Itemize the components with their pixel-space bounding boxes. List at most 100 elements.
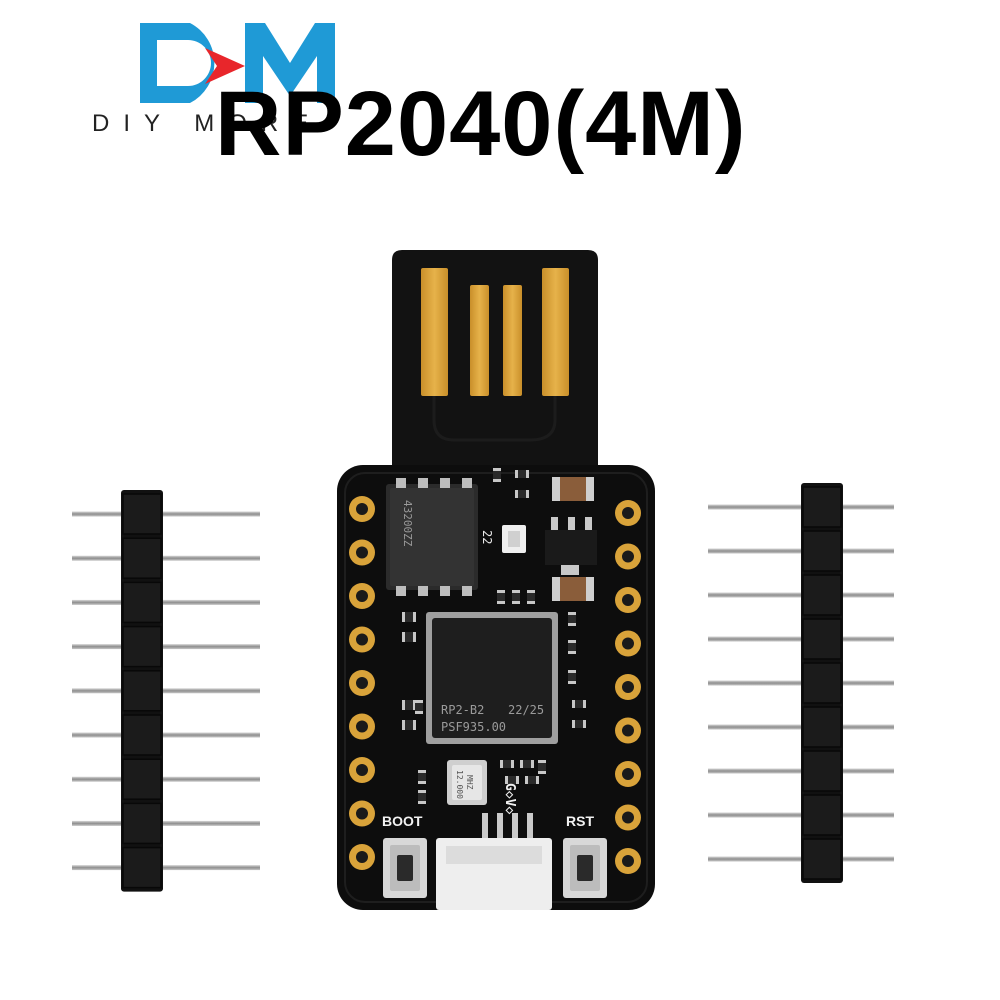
right-pads	[615, 500, 641, 874]
passive-cap-b-17	[511, 760, 514, 768]
passive-22	[418, 770, 426, 784]
left-header-segment-7	[122, 758, 162, 800]
left-header-pin-2	[72, 555, 260, 561]
right-header-segment-4	[802, 618, 842, 660]
left-header-segment-3	[122, 581, 162, 624]
passive-components	[402, 468, 586, 804]
passive-cap-b-11	[415, 711, 423, 714]
crystal-label-line1: 12.000	[455, 770, 464, 799]
mcu-label-line2: PSF935.00	[441, 720, 506, 734]
logo-arrow-shape	[205, 48, 245, 84]
mcu-label-line1b: 22/25	[508, 703, 544, 717]
passive-cap-a-19	[538, 760, 546, 763]
usb-contact-3	[503, 285, 522, 396]
passive-cap-b-3	[493, 479, 501, 482]
pcb-board	[337, 250, 655, 910]
passive-15	[572, 700, 586, 708]
passive-4	[497, 590, 505, 604]
jst-connector	[436, 813, 552, 910]
passive-cap-b-15	[583, 700, 586, 708]
passive-9	[402, 700, 416, 710]
chip-small-label: 22	[480, 530, 494, 544]
passive-cap-b-12	[568, 623, 576, 626]
left-pad-hole-4	[356, 633, 368, 646]
right-header-segment-7	[802, 750, 842, 792]
rst-label: RST	[566, 813, 594, 829]
left-header-pin-5	[72, 688, 260, 694]
right-header-segment-8	[802, 794, 842, 836]
rst-button	[563, 838, 607, 898]
passive-cap-b-14	[568, 681, 576, 684]
left-header-segment-8	[122, 802, 162, 845]
left-pad-hole-7	[356, 764, 368, 776]
passive-cap-a-21	[525, 776, 528, 784]
left-pad-hole-6	[356, 720, 368, 733]
passive-6	[527, 590, 535, 604]
left-pads	[349, 496, 375, 870]
left-header-pin-9	[72, 865, 260, 871]
right-pad-hole-9	[622, 855, 634, 867]
passive-cap-a-23	[418, 790, 426, 793]
passive-cap-a-4	[497, 590, 505, 593]
passive-cap-b-4	[497, 601, 505, 604]
right-pad-hole-8	[622, 811, 634, 824]
passive-cap-b-10	[413, 720, 416, 730]
passive-13	[568, 640, 576, 654]
passive-17	[500, 760, 514, 768]
passive-cap-a-17	[500, 760, 503, 768]
right-pin-header	[708, 483, 894, 883]
passive-19	[538, 760, 546, 774]
left-pad-hole-3	[356, 590, 368, 602]
passive-cap-a-6	[527, 590, 535, 593]
left-header-segment-1	[122, 493, 162, 535]
left-header-segment-6	[122, 714, 162, 756]
passive-16	[572, 720, 586, 728]
logo-m-shape	[245, 23, 335, 103]
right-pad-hole-3	[622, 594, 634, 606]
voltage-regulator	[545, 477, 597, 601]
passive-cap-b-9	[413, 700, 416, 710]
passive-cap-a-11	[415, 700, 423, 703]
passive-cap-b-18	[531, 760, 534, 768]
left-pad-hole-8	[356, 807, 368, 820]
crystal-label-line2: MHZ	[465, 775, 474, 790]
product-title: RP2040(4M)	[215, 73, 747, 175]
logo-d-shape	[140, 23, 215, 103]
right-header-segment-6	[802, 706, 842, 748]
passive-cap-a-20	[505, 776, 508, 784]
flash-chip-label: 43200ZZ	[401, 500, 414, 547]
right-header-segment-2	[802, 530, 842, 572]
right-pad-hole-6	[622, 724, 634, 737]
passive-cap-b-2	[526, 490, 529, 498]
passive-cap-b-8	[413, 632, 416, 642]
passive-18	[520, 760, 534, 768]
passive-cap-b-5	[512, 601, 520, 604]
passive-cap-a-13	[568, 640, 576, 643]
passive-cap-b-20	[516, 776, 519, 784]
passive-cap-a-9	[402, 700, 405, 710]
usb-contact-4	[542, 268, 569, 396]
passive-cap-b-23	[418, 801, 426, 804]
passive-cap-a-16	[572, 720, 575, 728]
passive-cap-a-10	[402, 720, 405, 730]
passive-cap-a-15	[572, 700, 575, 708]
right-pad-hole-7	[622, 768, 634, 780]
usb-contact-2	[470, 285, 489, 396]
right-pad-hole-5	[622, 681, 634, 693]
left-header-pin-7	[72, 776, 260, 782]
right-header-segment-5	[802, 662, 842, 704]
diymore-logo	[140, 23, 335, 103]
boot-button	[383, 838, 427, 898]
mcu-label-line1: RP2-B2	[441, 703, 484, 717]
right-pad-hole-4	[622, 637, 634, 650]
passive-cap-b-21	[536, 776, 539, 784]
passive-cap-b-6	[527, 601, 535, 604]
boot-label: BOOT	[382, 813, 423, 829]
passive-cap-a-5	[512, 590, 520, 593]
left-header-pin-6	[72, 732, 260, 738]
passive-cap-b-7	[413, 612, 416, 622]
passive-cap-b-1	[526, 470, 529, 478]
passive-3	[493, 468, 501, 482]
left-header-pin-1	[72, 511, 260, 517]
passive-23	[418, 790, 426, 804]
